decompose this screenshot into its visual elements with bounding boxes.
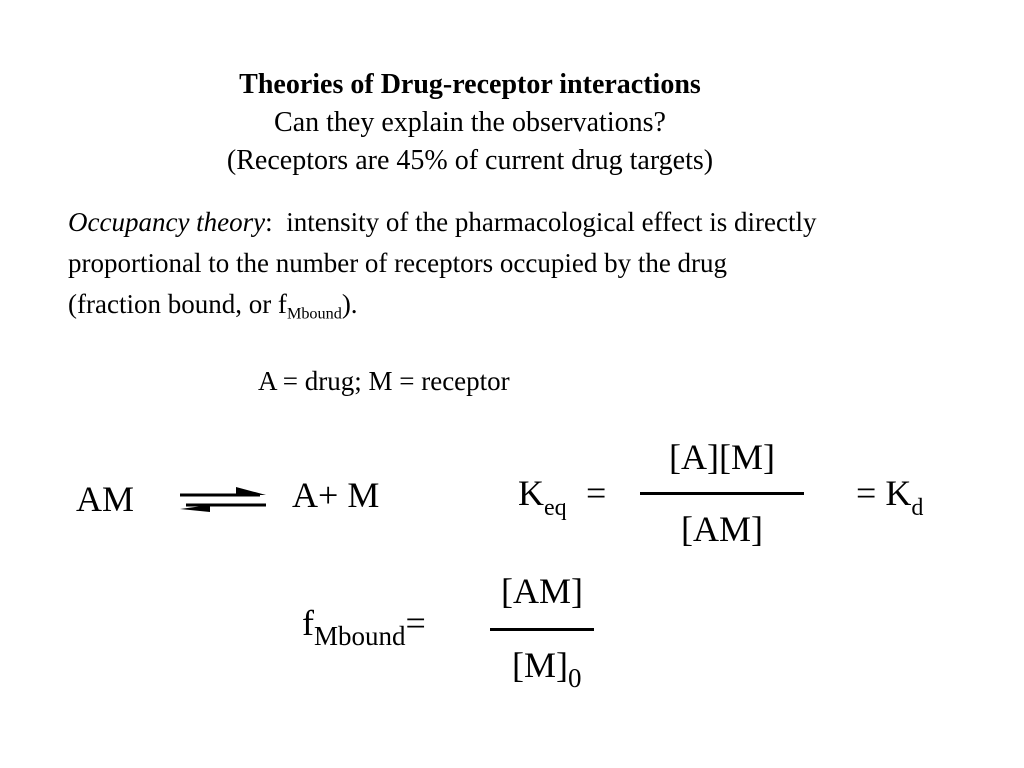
- reaction-plus: +: [318, 475, 339, 515]
- occupancy-line3-sub: Mbound: [286, 304, 342, 323]
- equilibrium-arrow-icon: [180, 487, 266, 512]
- occupancy-line3-post: ).: [341, 289, 358, 319]
- title-block: Theories of Drug-receptor interactions C…: [150, 66, 790, 180]
- kd-subscript: d: [911, 495, 924, 521]
- kd-symbol: K: [885, 473, 912, 513]
- fbound-denominator-base: [M]: [512, 645, 568, 685]
- kd-expression: = Kd: [856, 472, 923, 520]
- definitions: A = drug; M = receptor: [258, 366, 510, 396]
- keq-equals: =: [586, 473, 607, 513]
- fbound-subscript: Mbound: [314, 621, 406, 651]
- occupancy-term: Occupancy theory: [68, 207, 266, 237]
- slide-subtitle: Can they explain the observations?: [274, 107, 666, 138]
- fbound-equals: =: [405, 603, 426, 643]
- occupancy-line3-pre: (fraction bound, or f: [68, 289, 287, 319]
- occupancy-line-1: Occupancy theory: intensity of the pharm…: [68, 202, 817, 243]
- keq-denominator: [AM]: [681, 509, 763, 549]
- fbound-denominator: [M]0: [512, 644, 582, 692]
- reaction-product-m: M: [347, 475, 380, 515]
- reaction-products: A+ M: [292, 474, 379, 516]
- occupancy-paragraph: Occupancy theory: intensity of the pharm…: [68, 202, 817, 325]
- occupancy-line-3: (fraction bound, or fMbound).: [68, 284, 817, 325]
- reaction-product-a: A: [292, 475, 318, 515]
- keq-subscript: eq: [544, 495, 567, 521]
- fbound-fraction-bar: [490, 628, 594, 631]
- keq-fraction-bar: [640, 492, 804, 495]
- kd-equals: =: [856, 473, 877, 513]
- occupancy-colon: :: [265, 207, 273, 237]
- occupancy-line1-text: intensity of the pharmacological effect …: [286, 207, 817, 237]
- fbound-denominator-subscript: 0: [568, 663, 582, 693]
- fbound-lhs: fMbound=: [302, 602, 426, 650]
- keq-numerator: [A][M]: [669, 437, 775, 477]
- fbound-numerator: [AM]: [501, 571, 583, 611]
- slide-title: Theories of Drug-receptor interactions: [239, 69, 701, 100]
- slide-note: (Receptors are 45% of current drug targe…: [226, 145, 714, 176]
- keq-symbol: Keq: [518, 473, 567, 521]
- reaction-reactant: AM: [76, 479, 135, 519]
- fbound-symbol: f: [302, 603, 314, 643]
- occupancy-line-2: proportional to the number of receptors …: [68, 248, 728, 278]
